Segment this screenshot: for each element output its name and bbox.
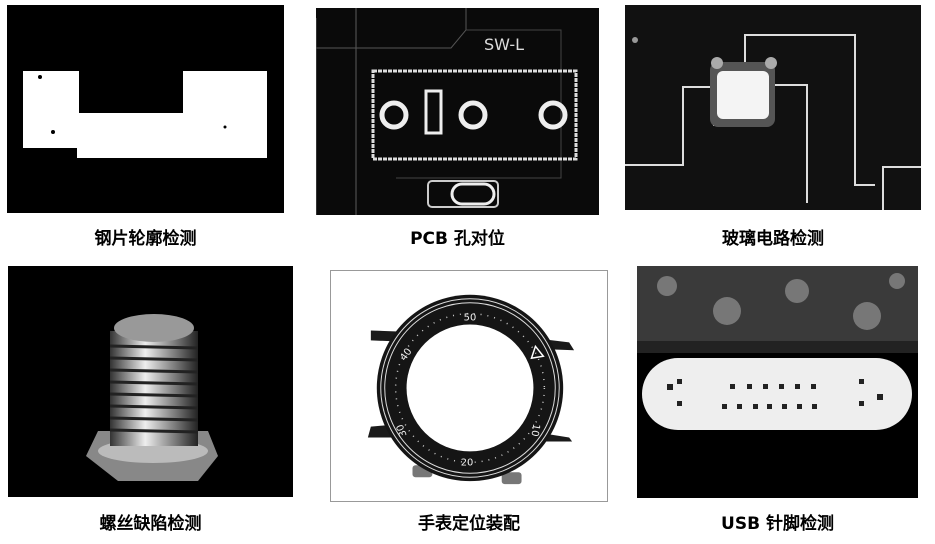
usb-image — [637, 266, 918, 498]
screw-image — [8, 266, 293, 497]
bezel-10: 10 — [528, 423, 541, 437]
steel-sheet-image — [7, 5, 284, 213]
caption-usb-pin: USB 针脚检测 — [721, 514, 834, 534]
bezel-30: 30 — [395, 423, 410, 439]
bezel-20: 20 — [461, 457, 474, 468]
caption-watch-positioning: 手表定位装配 — [418, 514, 520, 534]
caption-pcb-hole-alignment: PCB 孔对位 — [410, 229, 505, 249]
watch-image: 50 40 30 20 10 — [330, 270, 608, 502]
caption-screw-defect: 螺丝缺陷检测 — [99, 514, 202, 534]
pcb-image: SW-L — [316, 8, 599, 215]
caption-glass-circuit: 玻璃电路检测 — [722, 229, 824, 249]
bezel-50: 50 — [464, 313, 477, 324]
caption-steel-contour: 钢片轮廓检测 — [94, 229, 197, 249]
pcb-label: SW-L — [484, 35, 524, 54]
glass-circuit-image — [625, 5, 921, 210]
